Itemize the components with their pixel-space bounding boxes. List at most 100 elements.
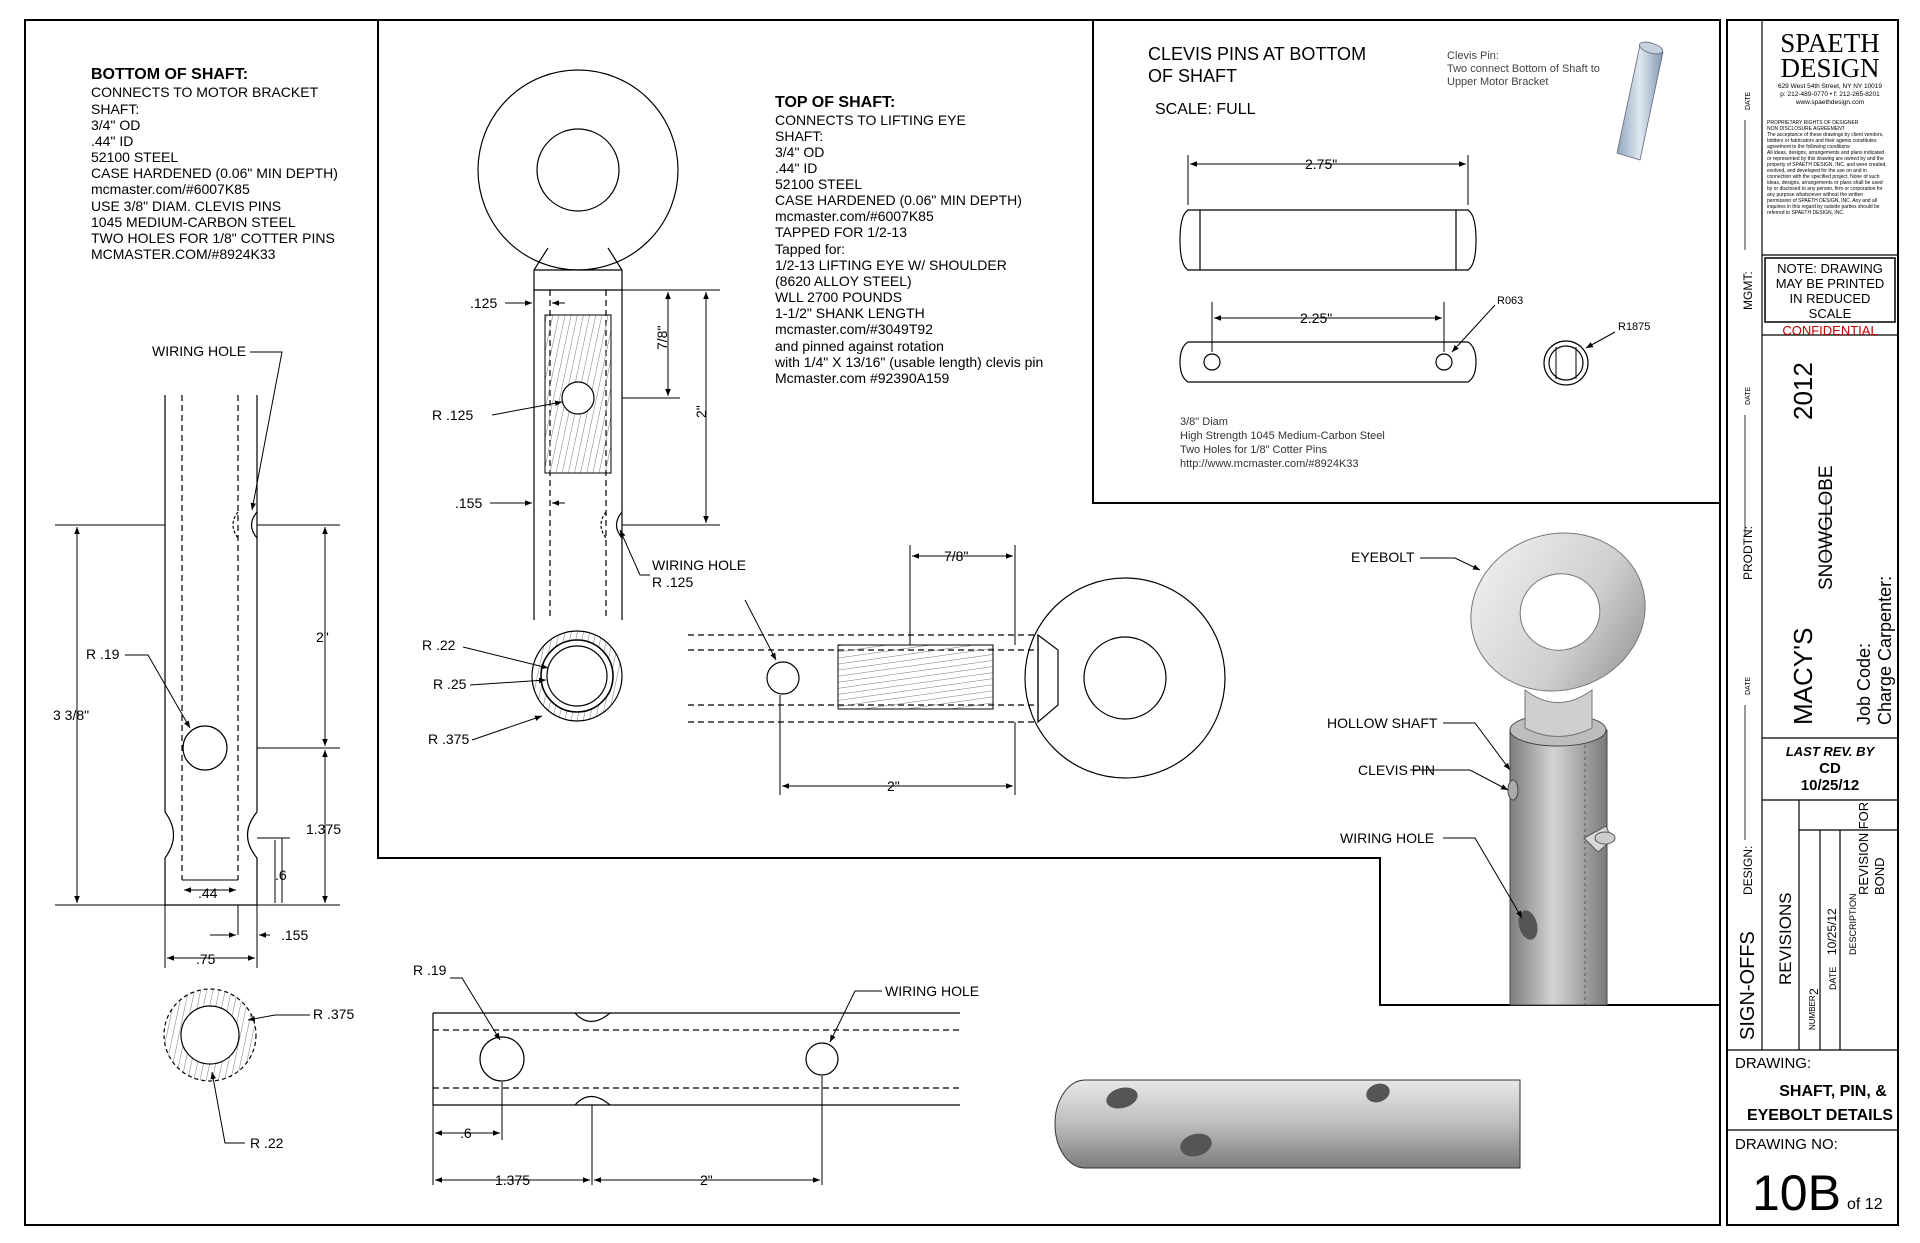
svg-text:2012: 2012 bbox=[1788, 362, 1818, 420]
svg-text:PROPRIETARY RIGHTS OF DESIGNER: PROPRIETARY RIGHTS OF DESIGNER NON DISCL… bbox=[1767, 120, 1888, 216]
svg-text:.75: .75 bbox=[196, 951, 216, 967]
svg-text:LAST REV. BY: LAST REV. BY bbox=[1786, 744, 1876, 759]
svg-text:of 12: of 12 bbox=[1847, 1196, 1883, 1213]
drawing-title: SHAFT, PIN, & bbox=[1779, 1083, 1887, 1100]
bottom-notes-title: BOTTOM OF SHAFT: bbox=[91, 66, 248, 83]
bottom-shaft-notes: BOTTOM OF SHAFT: CONNECTS TO MOTOR BRACK… bbox=[91, 66, 342, 262]
company-logo: SPAETH bbox=[1780, 28, 1880, 58]
svg-text:PRODTN:: PRODTN: bbox=[1741, 526, 1755, 580]
eyebolt-icon bbox=[1470, 532, 1646, 737]
svg-text:Upper Motor Bracket: Upper Motor Bracket bbox=[1447, 76, 1548, 88]
bottom-shaft-section bbox=[163, 988, 310, 1144]
wiring-hole-callout: WIRING HOLE bbox=[1340, 830, 1434, 846]
bottom-shaft-dims: WIRING HOLE R .19 3 3/8" 2" 1.375 .6 .44… bbox=[53, 343, 341, 967]
svg-text:2: 2 bbox=[1807, 988, 1821, 995]
svg-text:MACY'S: MACY'S bbox=[1788, 628, 1818, 725]
svg-text:CLEVIS PINS AT BOTTOM: CLEVIS PINS AT BOTTOM bbox=[1148, 44, 1366, 64]
svg-text:10/25/12: 10/25/12 bbox=[1801, 777, 1859, 794]
svg-text:10/25/12: 10/25/12 bbox=[1825, 908, 1839, 955]
clevis-panel: CLEVIS PINS AT BOTTOM OF SHAFT SCALE: FU… bbox=[1148, 41, 1664, 470]
svg-text:1.375: 1.375 bbox=[495, 1172, 530, 1188]
horizontal-shaft-view bbox=[432, 977, 960, 1185]
svg-text:REVISION FOR: REVISION FOR bbox=[1856, 802, 1871, 895]
svg-text:2": 2" bbox=[700, 1172, 713, 1188]
svg-text:OF SHAFT: OF SHAFT bbox=[1148, 66, 1237, 86]
svg-text:DRAWING:: DRAWING: bbox=[1735, 1055, 1811, 1072]
svg-text:DATE: DATE bbox=[1828, 967, 1838, 990]
svg-text:3/8" Diam: 3/8" Diam bbox=[1180, 416, 1228, 428]
svg-text:2": 2" bbox=[316, 629, 329, 645]
svg-text:R .125: R .125 bbox=[652, 574, 693, 590]
svg-text:629 West 54th Street, NY NY 10: 629 West 54th Street, NY NY 10019 bbox=[1778, 83, 1882, 90]
title-block-text: SPAETH DESIGN 629 West 54th Street, NY N… bbox=[1735, 28, 1895, 1221]
svg-text:SNOWGLOBE: SNOWGLOBE bbox=[1816, 465, 1837, 590]
top-shaft-view bbox=[477, 69, 720, 620]
bottom-notes-body: CONNECTS TO MOTOR BRACKET SHAFT: 3/4" OD… bbox=[91, 84, 342, 262]
svg-text:DRAWING NO:: DRAWING NO: bbox=[1735, 1136, 1838, 1153]
confidential-label: CONFIDENTIAL bbox=[1782, 323, 1877, 338]
drawing-number: 10B bbox=[1752, 1165, 1841, 1221]
svg-text:.6: .6 bbox=[275, 867, 287, 883]
svg-text:DATE: DATE bbox=[1745, 387, 1752, 405]
svg-text:SCALE: FULL: SCALE: FULL bbox=[1155, 101, 1256, 118]
svg-text:.155: .155 bbox=[455, 495, 482, 511]
svg-text:R .19: R .19 bbox=[86, 646, 120, 662]
svg-text:7/8": 7/8" bbox=[944, 548, 968, 564]
clevis-pin-callout: CLEVIS PIN bbox=[1358, 762, 1435, 778]
svg-text:DATE: DATE bbox=[1745, 92, 1752, 110]
svg-text:.44: .44 bbox=[198, 885, 218, 901]
svg-text:WIRING HOLE: WIRING HOLE bbox=[885, 983, 979, 999]
clevis-pin-icon bbox=[1616, 41, 1664, 161]
svg-text:Clevis Pin:: Clevis Pin: bbox=[1447, 50, 1499, 62]
svg-text:Charge Carpenter:: Charge Carpenter: bbox=[1875, 576, 1895, 725]
svg-text:.155: .155 bbox=[281, 927, 308, 943]
eyebolt-callout: EYEBOLT bbox=[1351, 549, 1415, 565]
top-shaft-section bbox=[462, 630, 623, 741]
svg-text:2": 2" bbox=[693, 405, 709, 418]
top-shaft-dims: .125 7/8" 2" R .125 .155 WIRING HOLE R .… bbox=[432, 295, 746, 590]
svg-text:R1875: R1875 bbox=[1618, 321, 1650, 333]
svg-text:REVISIONS: REVISIONS bbox=[1776, 892, 1795, 985]
svg-text:3 3/8": 3 3/8" bbox=[53, 707, 89, 723]
svg-text:DESIGN:: DESIGN: bbox=[1741, 846, 1755, 895]
svg-text:WIRING HOLE: WIRING HOLE bbox=[652, 557, 746, 573]
svg-text:R .375: R .375 bbox=[428, 731, 469, 747]
svg-text:NOTE: DRAWING: NOTE: DRAWING bbox=[1777, 261, 1883, 276]
svg-text:R .125: R .125 bbox=[432, 407, 473, 423]
assembly-callouts bbox=[1410, 557, 1523, 919]
svg-text:DATE: DATE bbox=[1745, 677, 1752, 695]
svg-text:2.75": 2.75" bbox=[1305, 156, 1337, 172]
hollow-shaft-callout: HOLLOW SHAFT bbox=[1327, 715, 1438, 731]
shaft-3d-render bbox=[1054, 1079, 1521, 1169]
svg-text:R .22: R .22 bbox=[422, 637, 456, 653]
svg-text:High Strength 1045 Medium-Carb: High Strength 1045 Medium-Carbon Steel bbox=[1180, 430, 1385, 442]
svg-text:CD: CD bbox=[1819, 760, 1841, 777]
svg-text:.6: .6 bbox=[460, 1125, 472, 1141]
svg-text:http://www.mcmaster.com/#8924K: http://www.mcmaster.com/#8924K33 bbox=[1180, 458, 1359, 470]
svg-text:EYEBOLT DETAILS: EYEBOLT DETAILS bbox=[1747, 1107, 1893, 1124]
svg-text:BOND: BOND bbox=[1872, 857, 1887, 895]
svg-text:WIRING HOLE: WIRING HOLE bbox=[152, 343, 246, 359]
svg-text:NUMBER: NUMBER bbox=[1808, 995, 1817, 1030]
clevis-hole bbox=[182, 725, 228, 771]
svg-text:Two Holes for 1/8" Cotter Pins: Two Holes for 1/8" Cotter Pins bbox=[1180, 444, 1327, 456]
r375-label: R .375 bbox=[313, 1006, 354, 1022]
assembly-3d-render bbox=[1470, 532, 1646, 1006]
svg-text:p: 212-489-0770 • f: 212-265-8: p: 212-489-0770 • f: 212-265-8201 bbox=[1780, 91, 1880, 98]
svg-text:SCALE: SCALE bbox=[1809, 306, 1852, 321]
title-block bbox=[1727, 20, 1898, 1131]
svg-text:R .19: R .19 bbox=[413, 962, 447, 978]
svg-text:.125: .125 bbox=[470, 295, 497, 311]
svg-text:2": 2" bbox=[887, 778, 900, 794]
svg-text:1.375: 1.375 bbox=[306, 821, 341, 837]
svg-text:R .25: R .25 bbox=[433, 676, 467, 692]
svg-text:DESIGN: DESIGN bbox=[1781, 53, 1880, 83]
svg-text:SIGN-OFFS: SIGN-OFFS bbox=[1737, 931, 1759, 1040]
svg-text:Job Code:: Job Code: bbox=[1854, 643, 1874, 725]
svg-text:CONNECTS TO LIFTING EYE: CONNECTS TO LIFTING EYE SHAFT: 3/4" OD .… bbox=[774, 112, 1047, 386]
svg-text:2.25": 2.25" bbox=[1300, 310, 1332, 326]
horizontal-eyebolt-view bbox=[688, 545, 1226, 795]
top-shaft-notes: TOP OF SHAFT: CONNECTS TO LIFTING EYE SH… bbox=[774, 94, 1047, 386]
svg-text:MGMT:: MGMT: bbox=[1741, 271, 1755, 310]
